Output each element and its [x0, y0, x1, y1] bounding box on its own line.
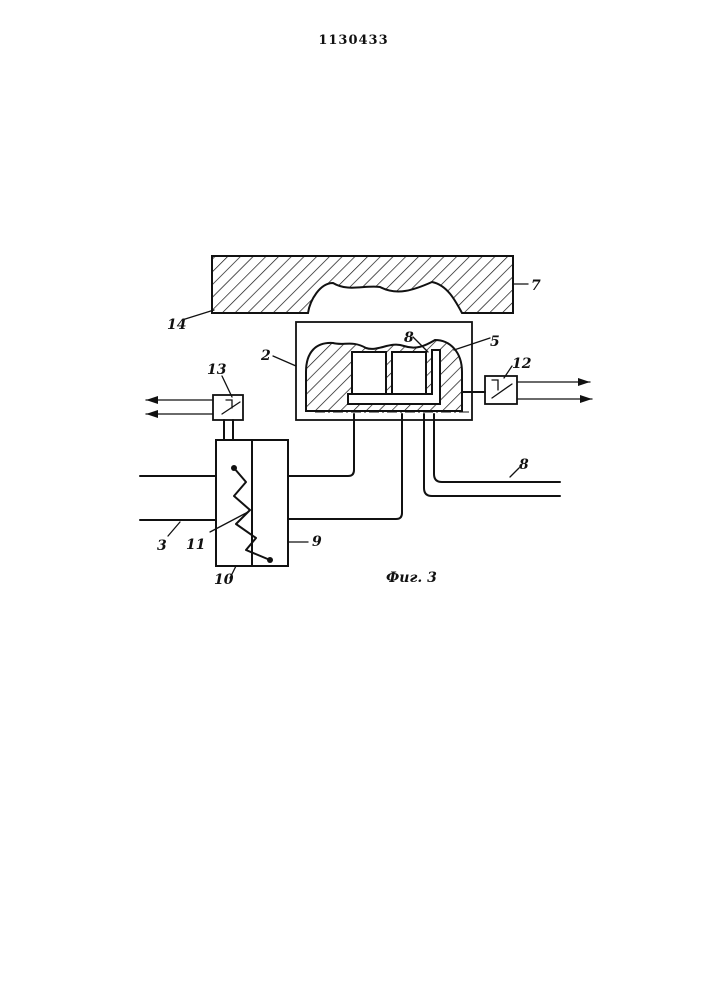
- label-2: 2: [260, 348, 271, 364]
- pipe-8: [424, 414, 560, 496]
- label-7: 7: [531, 278, 541, 294]
- die-insert: [306, 340, 462, 411]
- label-11: 11: [186, 537, 205, 553]
- upper-mold-plate: [212, 256, 513, 313]
- label-14: 14: [167, 317, 186, 333]
- label-5: 5: [490, 334, 500, 350]
- inlet-pipes: [140, 476, 216, 520]
- label-9: 9: [312, 534, 322, 550]
- heater-block: [216, 440, 288, 566]
- label-13: 13: [207, 362, 227, 378]
- label-8-pipe: 8: [519, 457, 529, 473]
- sensor-13: [146, 395, 243, 440]
- label-10: 10: [214, 572, 234, 588]
- label-12: 12: [512, 356, 532, 372]
- label-8-top: 8: [404, 330, 414, 346]
- figure-caption: Фиг. 3: [386, 570, 437, 586]
- leader-lines: [168, 284, 528, 578]
- sensor-12: [462, 376, 592, 404]
- connecting-pipes: [288, 414, 402, 519]
- label-3: 3: [157, 538, 167, 554]
